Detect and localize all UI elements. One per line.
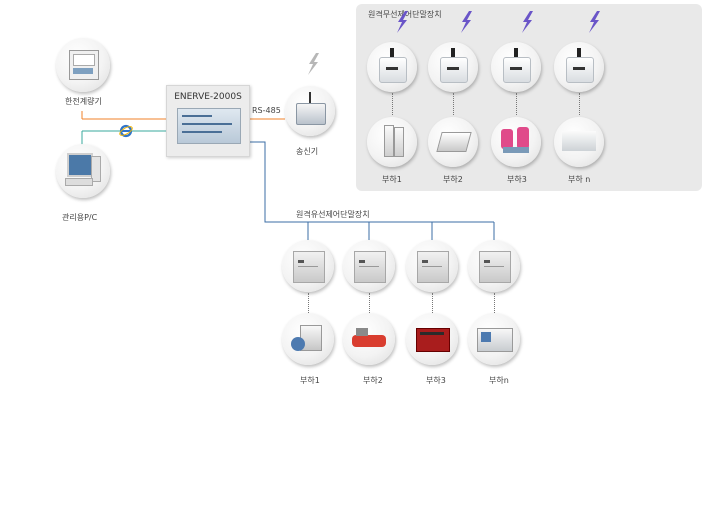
- lightning-icon: [308, 53, 319, 75]
- controller-name: ENERVE-2000S: [174, 92, 242, 102]
- transmitter-node: [285, 86, 335, 136]
- lightning-icon: [589, 11, 600, 33]
- wireless-connector-1: [392, 93, 393, 115]
- wireless-load-label-1: 부하1: [382, 175, 402, 184]
- lightning-icon: [397, 11, 408, 33]
- wireless-load-label-2: 부하2: [443, 175, 463, 184]
- wired-load-label-3: 부하3: [426, 376, 446, 385]
- wireless-load-1-aircon: [367, 117, 417, 167]
- wired-terminal-3: [406, 240, 458, 292]
- wired-connector-1: [308, 293, 309, 313]
- wired-terminal-1: [282, 240, 334, 292]
- wired-connector-4: [494, 293, 495, 313]
- wired-load-label-1: 부하1: [300, 376, 320, 385]
- wireless-load-label-4: 부하 n: [568, 175, 591, 184]
- wireless-terminal-1: [367, 42, 417, 92]
- power-meter-node: [56, 38, 110, 92]
- rs485-label: RS-485: [252, 106, 281, 115]
- antenna-icon: [309, 92, 311, 104]
- wired-group-title: 원격유선제어단말장치: [296, 210, 370, 219]
- enerve-controller: ENERVE-2000S: [166, 85, 250, 157]
- lightning-icon: [522, 11, 533, 33]
- wireless-connector-2: [453, 93, 454, 115]
- wireless-terminal-4: [554, 42, 604, 92]
- wired-connector-3: [432, 293, 433, 313]
- pc-label: 관리용P/C: [62, 213, 98, 222]
- controller-screen: [177, 108, 241, 144]
- management-pc-node: [56, 144, 110, 198]
- wireless-connector-4: [579, 93, 580, 115]
- wireless-terminal-2: [428, 42, 478, 92]
- lightning-icon: [461, 11, 472, 33]
- wired-bus-link: [248, 141, 494, 223]
- internet-explorer-icon: [119, 124, 133, 138]
- wireless-load-label-3: 부하3: [507, 175, 527, 184]
- transmitter-label: 송신기: [296, 147, 319, 156]
- wired-load-4-unit: [468, 313, 520, 365]
- wireless-load-3-pump: [491, 117, 541, 167]
- wireless-connector-3: [516, 93, 517, 115]
- wireless-load-4-chiller: [554, 117, 604, 167]
- wireless-load-2-ceiling-unit: [428, 117, 478, 167]
- wired-load-2-compressor: [343, 313, 395, 365]
- wired-load-1-machine: [282, 313, 334, 365]
- wired-load-3-generator: [406, 313, 458, 365]
- wired-load-label-4: 부하n: [489, 376, 509, 385]
- wireless-terminal-3: [491, 42, 541, 92]
- meter-label: 한전계량기: [65, 97, 102, 106]
- wired-connector-2: [369, 293, 370, 313]
- wired-terminal-2: [343, 240, 395, 292]
- wired-load-label-2: 부하2: [363, 376, 383, 385]
- wired-terminal-4: [468, 240, 520, 292]
